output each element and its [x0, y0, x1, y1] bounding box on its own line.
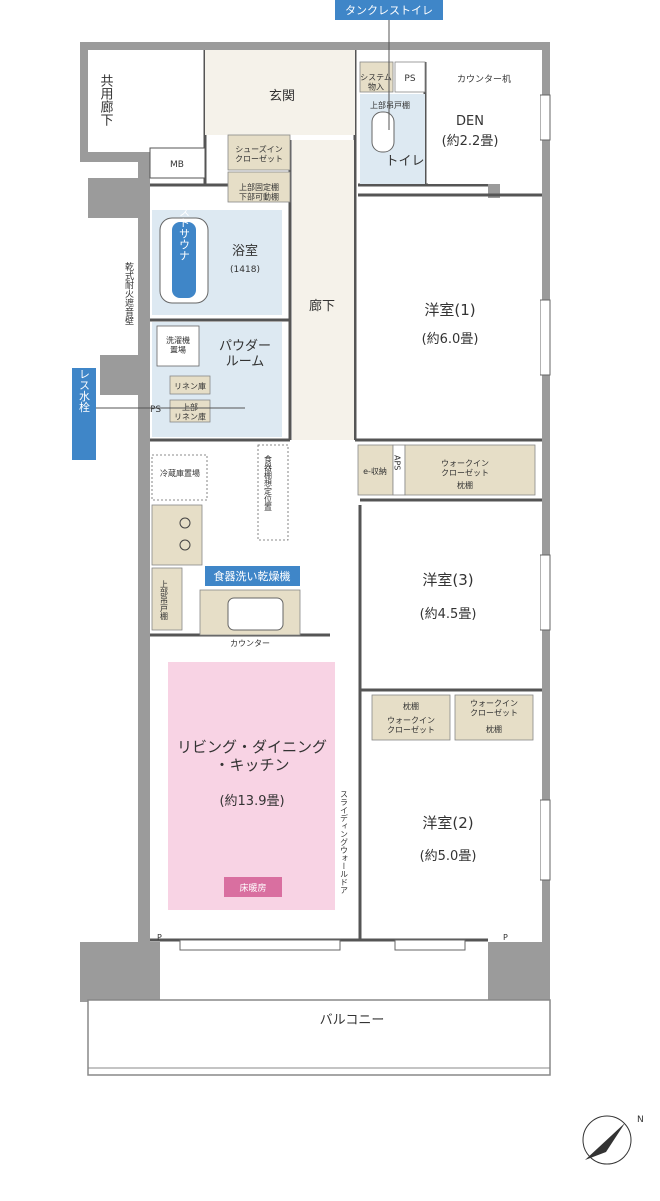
svg-text:ウォークインクローゼット: ウォークインクローゼット: [441, 459, 489, 478]
svg-text:枕棚: 枕棚: [486, 724, 502, 734]
sliding-door-label: スライディングウォールドア: [340, 790, 349, 894]
svg-text:タッチレス水栓: タッチレス水栓: [78, 335, 91, 413]
svg-text:枕棚: 枕棚: [403, 701, 419, 711]
room-western-1: 洋室(1) (約6.0畳): [362, 198, 540, 438]
svg-text:リネン庫: リネン庫: [174, 381, 206, 391]
svg-text:上部吊戸棚: 上部吊戸棚: [160, 580, 169, 621]
p-markers: P P: [157, 933, 508, 942]
svg-text:リビング・ダイニング・キッチン: リビング・ダイニング・キッチン: [177, 738, 327, 774]
svg-text:P: P: [503, 933, 508, 942]
room-shared-corridor: 共用廊下: [98, 74, 114, 126]
svg-text:トイレ: トイレ: [385, 154, 424, 169]
room-toilet: 上部吊戸棚 トイレ: [360, 94, 425, 184]
svg-text:パウダールーム: パウダールーム: [219, 339, 271, 370]
touchless-faucet-callout: タッチレス水栓: [72, 335, 245, 460]
svg-text:冷蔵庫置場: 冷蔵庫置場: [160, 468, 200, 478]
svg-text:スライディングウォールドア: スライディングウォールドア: [340, 790, 349, 894]
dry-wall-label: 乾式耐火遮音壁: [123, 261, 134, 325]
svg-text:(約2.2畳): (約2.2畳): [442, 134, 499, 149]
balcony-area: [87, 999, 551, 1076]
e-storage: e-収納 APS: [357, 444, 406, 496]
svg-text:食器洗い乾燥機: 食器洗い乾燥機: [214, 569, 291, 583]
room-corridor: 廊下: [292, 140, 354, 440]
room-bath: 浴室 (1418): [152, 210, 282, 315]
svg-text:P: P: [157, 933, 162, 942]
svg-text:N: N: [637, 1115, 644, 1125]
svg-text:洋室(2): 洋室(2): [422, 814, 473, 832]
balcony-label: バルコニー: [320, 1013, 385, 1028]
room-western-2: 洋室(2) (約5.0畳): [365, 748, 540, 938]
room-powder: 洗濯機置場 パウダールーム リネン庫 上部リネン庫 PS: [150, 322, 282, 437]
svg-text:乾式耐火遮音壁: 乾式耐火遮音壁: [123, 261, 134, 325]
svg-text:食器棚想定位置: 食器棚想定位置: [264, 454, 273, 511]
svg-text:カウンター: カウンター: [230, 639, 270, 648]
system-storage: システム物入 PS: [359, 61, 426, 93]
svg-text:洋室(1): 洋室(1): [424, 301, 475, 319]
svg-text:PS: PS: [404, 74, 415, 84]
svg-text:シューズインクローゼット: シューズインクローゼット: [235, 144, 283, 164]
mist-sauna-callout: ミストサウナ: [172, 195, 196, 298]
svg-text:玄関: 玄関: [269, 89, 295, 104]
windows: [179, 94, 551, 951]
svg-text:タンクレストイレ: タンクレストイレ: [345, 4, 433, 17]
north-arrow-icon: N: [582, 1115, 644, 1165]
walk-in-closet-1: ウォークインクローゼット 枕棚: [404, 444, 536, 496]
room-mb: MB: [149, 147, 206, 179]
svg-text:洋室(3): 洋室(3): [422, 571, 473, 589]
svg-text:(約6.0畳): (約6.0畳): [422, 332, 479, 347]
svg-text:共用廊下: 共用廊下: [98, 74, 114, 126]
room-western-3: 洋室(3) (約4.5畳): [364, 508, 540, 688]
svg-text:(約5.0畳): (約5.0畳): [420, 849, 477, 864]
svg-text:上部リネン庫: 上部リネン庫: [174, 402, 206, 422]
svg-text:(約13.9畳): (約13.9畳): [219, 794, 284, 809]
svg-text:床暖房: 床暖房: [239, 882, 266, 894]
kitchen: 冷蔵庫置場 食器棚想定位置 上部吊戸棚 カウンター: [151, 444, 301, 648]
outer-walls: [80, 42, 550, 1002]
svg-text:枕棚: 枕棚: [457, 480, 473, 490]
room-den: カウンター机 DEN (約2.2畳): [428, 62, 540, 184]
room-ldk: リビング・ダイニング・キッチン (約13.9畳) 床暖房: [168, 662, 335, 910]
svg-text:ミストサウナ: ミストサウナ: [178, 195, 191, 261]
svg-text:(1418): (1418): [230, 265, 260, 275]
walk-in-closet-2: 枕棚 ウォークインクローゼット ウォークインクローゼット 枕棚: [371, 694, 534, 741]
svg-text:(約4.5畳): (約4.5畳): [420, 607, 477, 622]
svg-text:カウンター机: カウンター机: [457, 73, 511, 85]
svg-text:廊下: 廊下: [309, 298, 335, 314]
shoes-closet: シューズインクローゼット 上部固定棚下部可動棚: [227, 134, 291, 203]
svg-text:e-収納: e-収納: [363, 466, 387, 476]
svg-text:上部吊戸棚: 上部吊戸棚: [370, 100, 410, 110]
room-genkan: 玄関: [205, 50, 355, 135]
svg-text:ウォークインクローゼット: ウォークインクローゼット: [387, 716, 435, 735]
svg-text:浴室: 浴室: [232, 243, 258, 259]
dishwasher-callout: 食器洗い乾燥機: [205, 566, 300, 586]
svg-text:上部固定棚下部可動棚: 上部固定棚下部可動棚: [239, 182, 279, 202]
svg-text:MB: MB: [170, 160, 184, 170]
svg-text:ウォークインクローゼット: ウォークインクローゼット: [470, 699, 518, 718]
svg-text:DEN: DEN: [456, 114, 484, 129]
svg-text:バルコニー: バルコニー: [320, 1013, 385, 1028]
svg-text:洗濯機置場: 洗濯機置場: [166, 335, 190, 355]
svg-text:APS: APS: [393, 455, 402, 470]
tankless-toilet-callout: タンクレストイレ: [335, 0, 443, 130]
svg-text:PS: PS: [150, 405, 161, 415]
svg-text:システム物入: システム物入: [360, 73, 392, 92]
